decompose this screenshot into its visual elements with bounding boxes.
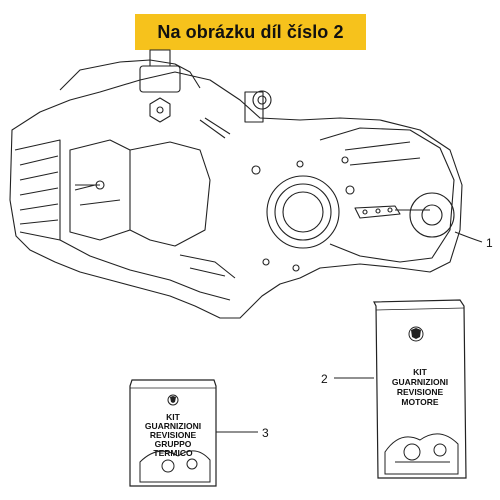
kit-cylinder-line-2: GUARNIZIONI (145, 421, 201, 431)
brand-logo-icon (167, 394, 179, 406)
banner-title: Na obrázku díl číslo 2 (157, 21, 344, 42)
kit-cylinder-line-1: KIT (166, 412, 181, 422)
brand-logo-icon (408, 326, 424, 342)
kit-engine-line-4: MOTORE (401, 397, 438, 407)
kit-cylinder-line-4: GRUPPO (155, 439, 192, 449)
gasket-kit-engine: KIT GUARNIZIONI REVISIONE MOTORE (373, 299, 467, 479)
engine-assembly (9, 49, 463, 319)
kit-engine-line-2: GUARNIZIONI (392, 377, 448, 387)
kit-cylinder-line-5: TERMICO (153, 448, 193, 458)
kit-cylinder-line-3: REVISIONE (150, 430, 197, 440)
callout-3-label: 3 (262, 426, 269, 440)
kit-engine-line-3: REVISIONE (397, 387, 444, 397)
gasket-kit-cylinder: KIT GUARNIZIONI REVISIONE GRUPPO TERMICO (129, 379, 217, 487)
callout-1-leader (454, 231, 483, 243)
part-number-banner: Na obrázku díl číslo 2 (135, 14, 366, 50)
callout-1-label: 1 (486, 236, 493, 250)
kit-engine-line-1: KIT (413, 367, 428, 377)
callout-2-label: 2 (321, 372, 328, 386)
